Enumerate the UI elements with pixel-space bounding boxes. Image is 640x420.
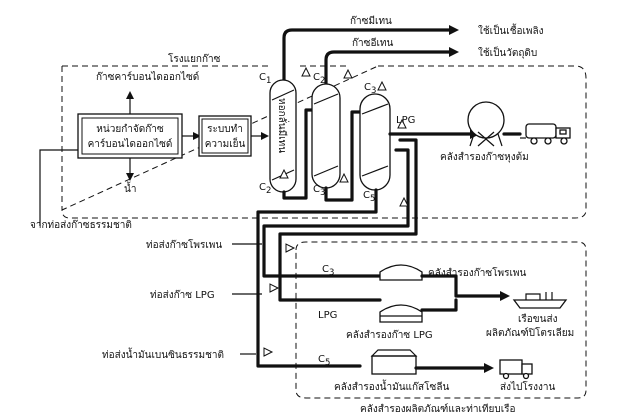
ethane-use-label: ใช้เป็นวัตถุดิบ	[478, 45, 537, 59]
lpg-pipe-marker	[269, 283, 280, 293]
tower3-top-marker	[377, 80, 387, 91]
ethane-arrowhead	[449, 47, 459, 57]
co2-removal-unit-label-2: คาร์บอนไดออกไซด์	[88, 138, 173, 150]
terminal-c3-label: C3	[322, 264, 334, 278]
gasoline-pipe-label: ท่อส่งน้ำมันเบนซินธรรมชาติ	[102, 347, 224, 361]
methane-pipe	[282, 28, 452, 82]
depropanizer-tower-hatch-bottom	[361, 165, 389, 177]
ship-arrowhead	[500, 291, 510, 301]
lpg-sphere-tank	[467, 101, 505, 139]
terminal-c5-label: C5	[318, 354, 330, 368]
lpg-tank	[379, 304, 423, 323]
water-out-arrowhead	[126, 173, 134, 181]
co2-out-arrowhead	[126, 91, 134, 99]
tower2-bottom-marker	[339, 172, 349, 183]
lpg-to-ship-pipe	[420, 298, 458, 312]
co2-removal-unit-label-1: หน่วยกำจัดก๊าซ	[96, 123, 164, 135]
propane-tank	[379, 264, 423, 281]
tower3-lpg-label: LPG	[396, 115, 415, 126]
water-label: น้ำ	[124, 181, 136, 195]
ship-label-2: ผลิตภัณฑ์ปิโตรเลียม	[486, 326, 574, 339]
lpg-tank-label: คลังสำรองก๊าซ LPG	[346, 329, 433, 341]
cooling-to-tower-arrowhead	[261, 132, 269, 140]
tower1-to-tower2-pipe	[282, 108, 314, 200]
lpg-pipe	[278, 138, 418, 302]
tower2-top-label: C2	[313, 72, 325, 86]
co2-to-cooling-arrowhead	[193, 132, 201, 140]
cooling-system	[201, 118, 249, 154]
ship-label-1: เรือขนส่ง	[518, 313, 558, 325]
tower3-bottom-marker	[397, 118, 407, 129]
tower1-top-label: C1	[259, 72, 271, 86]
lpg-sphere-legs	[469, 131, 503, 147]
gas-plant-boundary	[61, 65, 587, 219]
gasoline-tank-roof	[370, 349, 418, 357]
tower2-to-tower3-pipe	[324, 110, 362, 202]
depropanizer-tower-hatch-top	[361, 103, 389, 115]
tower1-bottom-marker	[279, 168, 289, 179]
factory-arrowhead	[484, 363, 494, 373]
ethane-label: ก๊าซอีเทน	[352, 37, 393, 49]
propane-pipe	[262, 148, 410, 278]
tower1-top-marker	[301, 66, 311, 77]
terminal-lpg-label: LPG	[318, 310, 337, 321]
gasoline-pipe	[256, 188, 378, 368]
propane-to-ship-pipe	[420, 274, 502, 298]
tower1-bottom-label: C2	[259, 182, 271, 196]
methane-label: ก๊าซมีเทน	[350, 15, 392, 27]
gasoline-pipe-marker	[263, 347, 274, 357]
inlet-line	[39, 149, 86, 226]
demethanizer-tower-hatch-top	[271, 89, 295, 101]
co2-label: ก๊าซคาร์บอนไดออกไซด์	[96, 71, 199, 83]
deethanizer-tower-hatch-top	[313, 93, 339, 105]
propane-pipe-label: ท่อส่งก๊าซโพรเพน	[146, 238, 222, 251]
gasoline-tank	[371, 355, 417, 375]
demethanizer-label: หอกลั่นมีเทน	[276, 98, 290, 153]
inlet-label: จากท่อส่งก๊าซธรรมชาติ	[30, 219, 132, 231]
lpg-sphere-label: คลังสำรองก๊าซหุงต้ม	[440, 151, 529, 163]
co2-removal-unit	[81, 117, 179, 155]
terminal-boundary	[295, 241, 587, 399]
tanker-truck-icon	[520, 123, 571, 145]
gasoline-tank-label: คลังสำรองน้ำมันแก๊สโซลีน	[334, 379, 449, 393]
gas-plant-title: โรงแยกก๊าซ	[168, 52, 221, 65]
tower2-bottom-label: C3	[313, 184, 325, 198]
lpg-pipe-label: ท่อส่งก๊าซ LPG	[150, 289, 215, 301]
tanker-ship-icon	[512, 292, 568, 309]
terminal-title: คลังสำรองผลิตภัณฑ์และท่าเทียบเรือ	[360, 403, 516, 415]
methane-use-label: ใช้เป็นเชื้อเพลิง	[478, 23, 544, 37]
tower3-bottom-label: C5	[363, 190, 375, 204]
deethanizer-tower-hatch-bottom	[313, 165, 339, 177]
ethane-pipe	[324, 50, 452, 86]
factory-label: ส่งไปโรงงาน	[500, 380, 555, 393]
tower3-top-label: C3	[364, 82, 376, 96]
delivery-truck-icon	[499, 359, 533, 380]
methane-arrowhead	[449, 25, 459, 35]
tower3-lower-marker	[399, 196, 409, 207]
tower2-top-marker	[343, 68, 353, 79]
cooling-system-label-1: ระบบทำ	[207, 124, 243, 135]
cooling-system-label-2: ความเย็น	[205, 136, 246, 150]
propane-pipe-marker	[285, 243, 296, 253]
